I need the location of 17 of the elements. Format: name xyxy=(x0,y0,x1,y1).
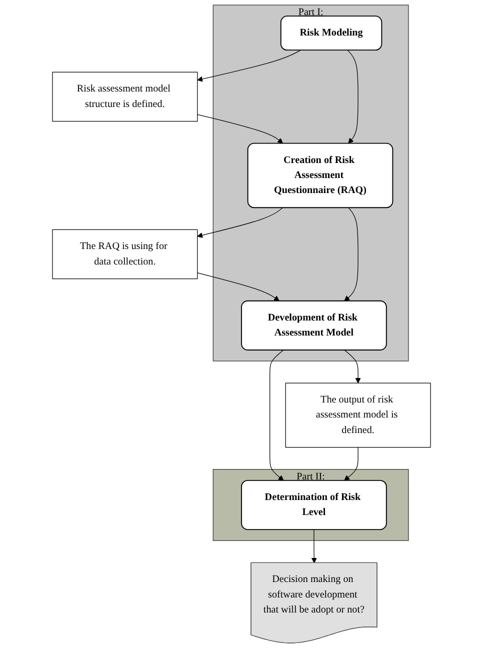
arrow xyxy=(344,447,358,481)
arrow xyxy=(197,272,280,302)
node-box: Development of Risk Assessment Model xyxy=(241,300,387,350)
arrow xyxy=(197,50,302,82)
node-box: Risk assessment model structure is defined. xyxy=(52,72,198,122)
node-box: The RAQ is using for data collection. xyxy=(52,229,198,280)
arrow xyxy=(311,529,317,564)
arrow xyxy=(270,350,284,481)
node-box: Determination of Risk Level xyxy=(241,480,387,530)
arrow xyxy=(197,207,284,238)
node-box: The output of risk assessment model is defined. xyxy=(285,382,431,448)
arrow xyxy=(344,350,361,384)
arrow xyxy=(347,50,358,144)
node-box: Risk Modeling xyxy=(280,16,382,51)
node-box: Creation of Risk Assessment Questionnaire (RAQ) xyxy=(247,142,394,208)
arrow xyxy=(344,207,358,302)
arrow xyxy=(197,114,283,144)
